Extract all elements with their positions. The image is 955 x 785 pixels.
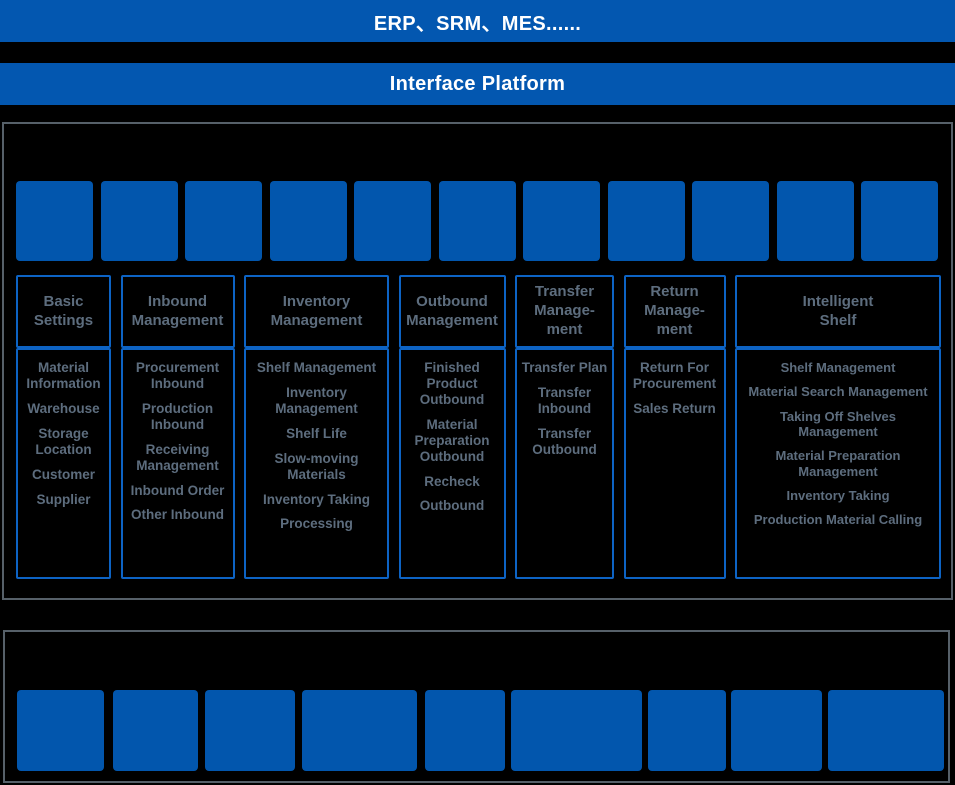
list-item: Sales Return [633,400,716,416]
device-box [828,690,944,771]
device-box [17,690,104,771]
module-box [269,181,347,261]
column-header: Return Manage- ment [623,275,726,348]
list-item: Warehouse [27,400,100,416]
erp-srm-mes-banner: ERP、SRM、MES...... [0,0,955,42]
list-item: Inventory Taking [786,487,890,503]
device-box [113,690,198,771]
module-box [692,181,769,261]
module-icon-row [16,181,938,261]
device-panel [3,630,950,783]
list-item: Taking Off Shelves Management [779,408,897,439]
column-header: Basic Settings [16,275,111,348]
column-header: Outbound Management [398,275,506,348]
list-item: Production Material Calling [753,512,923,528]
list-item: Production Inbound [141,400,214,432]
list-item: Recheck [424,473,480,489]
list-item: Return For Procurement [632,360,717,391]
module-box [438,181,516,261]
list-item: Shelf Management [780,360,896,375]
list-item: Supplier [36,491,91,507]
device-box [205,690,295,771]
list-item: Inbound Order [130,482,225,498]
list-item: Transfer Outbound [532,425,597,457]
interface-platform-banner-label: Interface Platform [389,72,566,95]
list-item: Material Search Management [748,384,928,400]
module-box [354,181,431,261]
device-box [511,690,642,771]
list-item: Customer [31,466,95,482]
list-item: Processing [280,516,353,532]
module-box [861,181,938,261]
column-header: Inventory Management [244,275,389,348]
module-box [607,181,685,261]
device-box [648,690,726,771]
list-item: Material Preparation Outbound [414,416,490,464]
column-header: Inbound Management [120,275,235,348]
list-item: Shelf Management [256,360,377,375]
device-box [425,690,505,771]
module-box [16,181,93,261]
list-item: Transfer Inbound [537,384,592,416]
interface-platform-banner: Interface Platform [0,63,955,105]
list-item: Procurement Inbound [135,360,220,391]
device-box [302,690,417,771]
list-item: Shelf Life [286,425,347,441]
list-item: Material Information [26,360,101,391]
list-item: Slow-moving Materials [274,450,359,482]
column-header: Transfer Manage- ment [515,275,614,348]
device-icon-row [5,690,948,771]
module-box [776,181,854,261]
list-item: Storage Location [35,425,92,457]
list-item: Material Preparation Management [775,448,901,479]
column-header: Intelligent Shelf [735,275,941,348]
list-item: Inventory Taking [262,491,371,507]
module-box [100,181,178,261]
module-box [523,181,600,261]
list-item: Other Inbound [131,507,224,523]
list-item: Finished Product Outbound [419,360,485,407]
device-box [731,690,822,771]
list-item: Transfer Plan [521,360,608,375]
module-box [185,181,262,261]
erp-srm-mes-banner-label: ERP、SRM、MES...... [373,12,582,35]
list-item: Outbound [419,498,485,514]
list-item: Inventory Management [275,384,358,416]
list-item: Receiving Management [136,441,219,473]
